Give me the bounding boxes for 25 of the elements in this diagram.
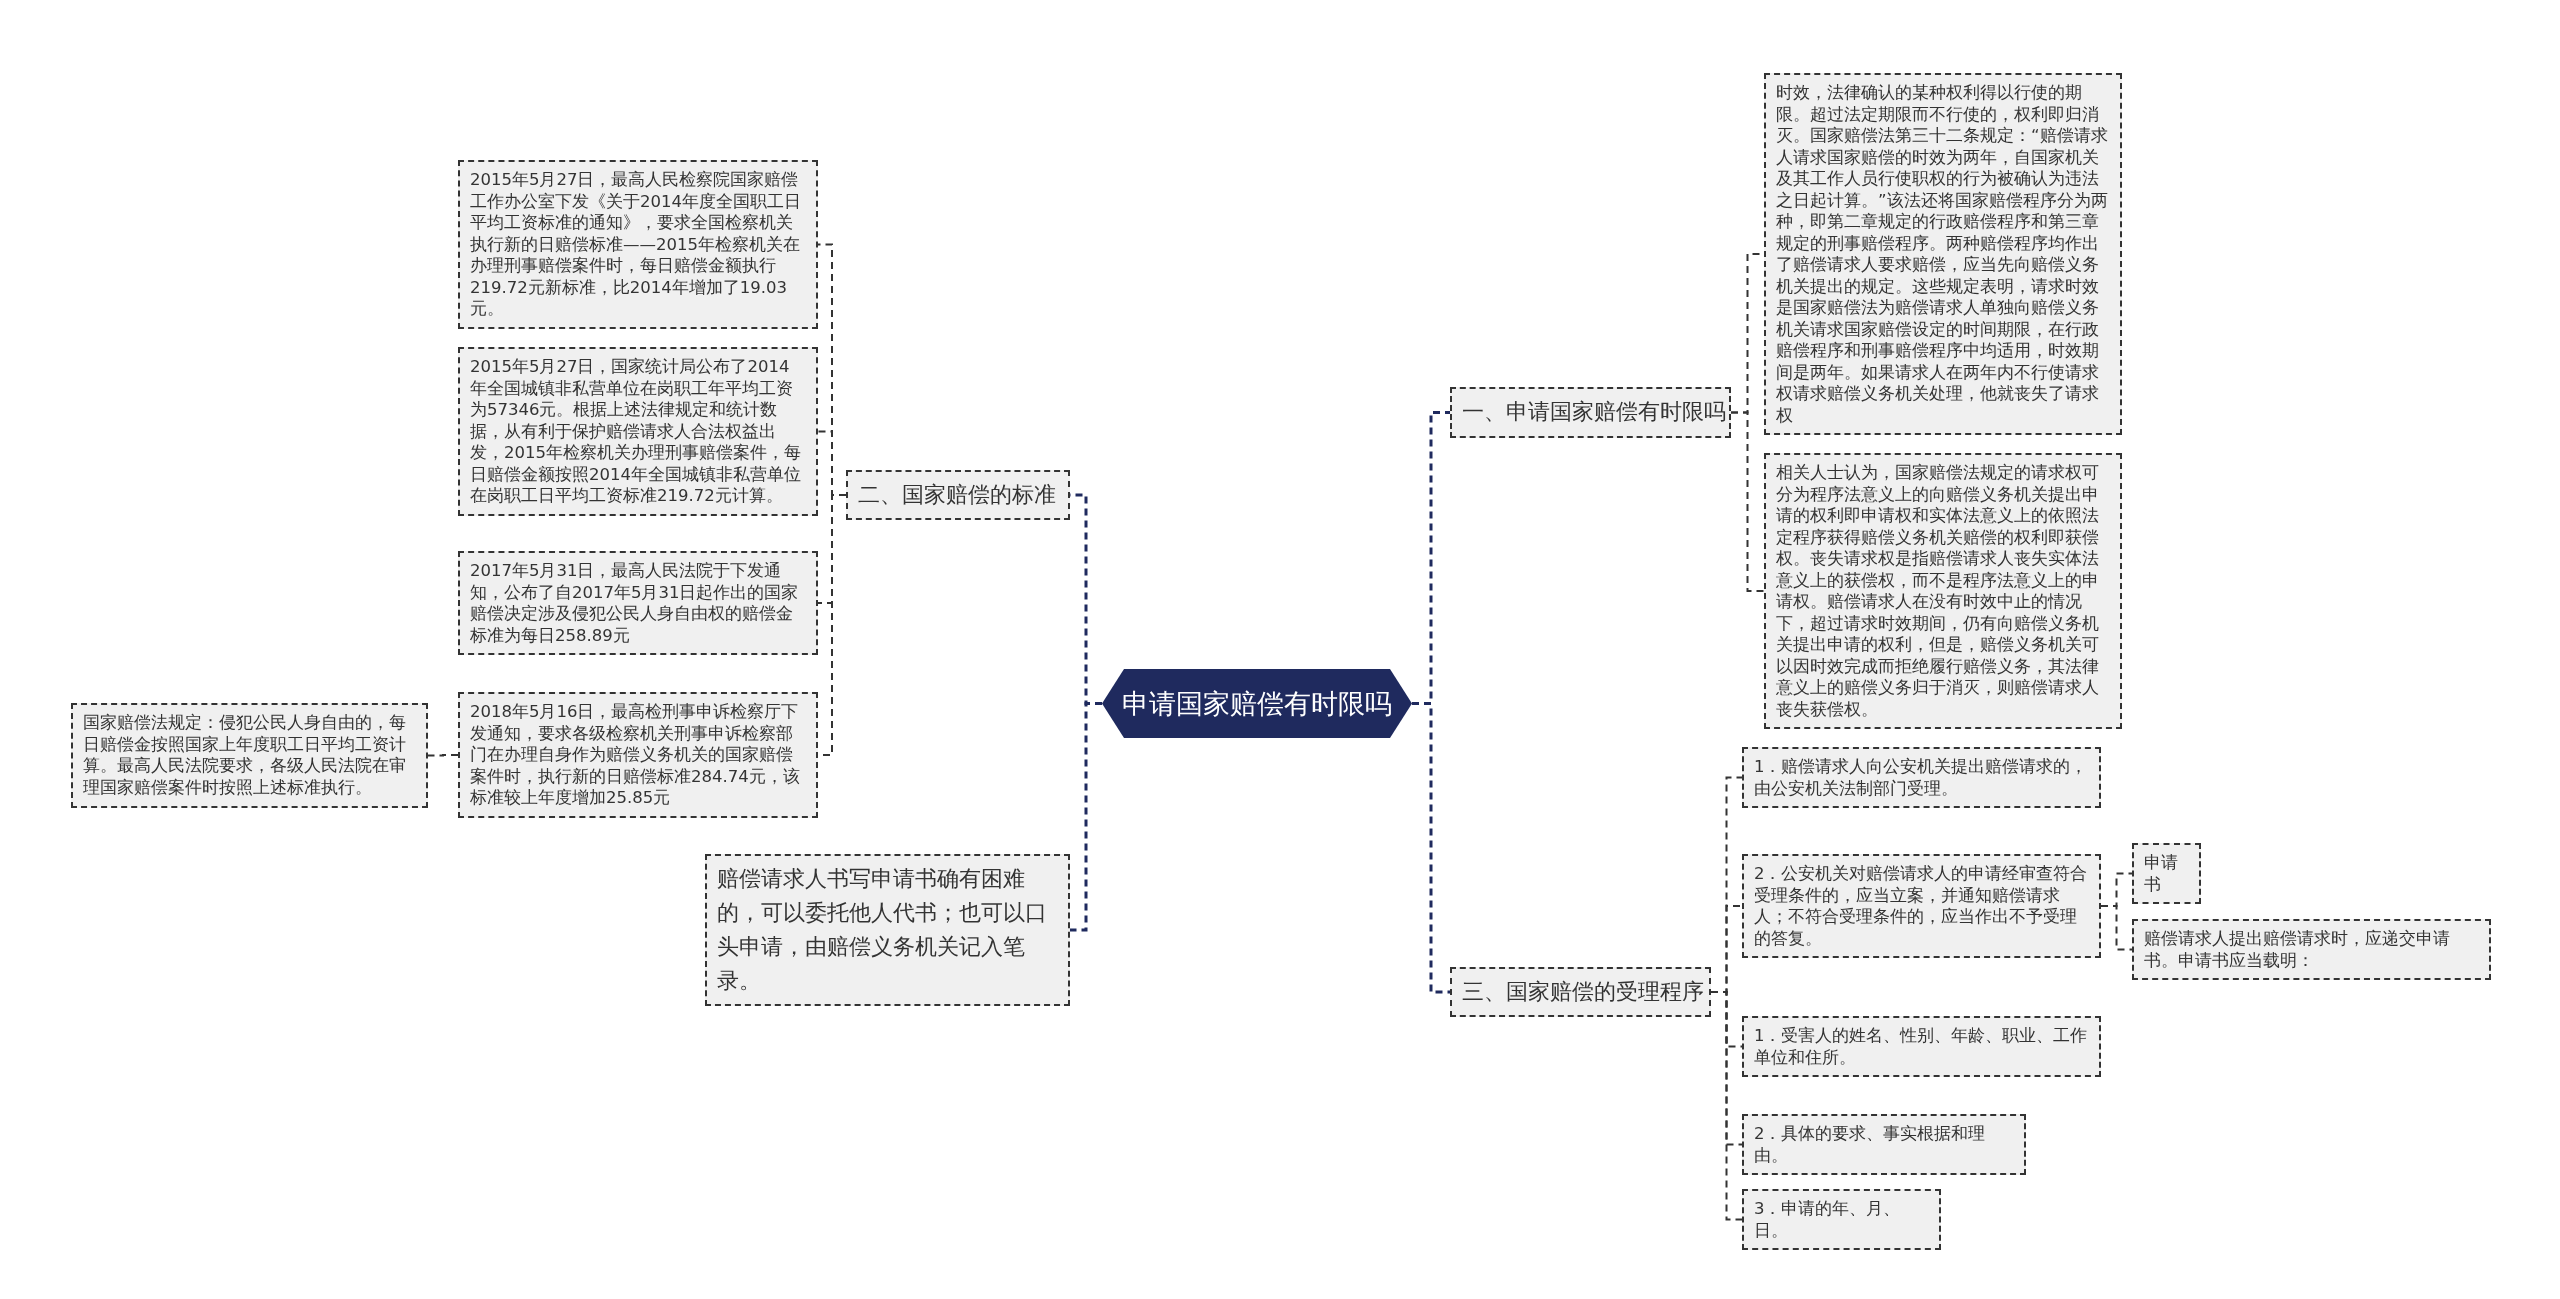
connector (2100, 905, 2133, 951)
note-box: 赔偿请求人提出赔偿请求时，应递交申请书。申请书应当载明： (2132, 919, 2491, 980)
connector (1412, 702, 1450, 994)
central-topic: 申请国家赔偿有时限吗 (1102, 669, 1412, 738)
note-box: 国家赔偿法规定：侵犯公民人身自由的，每日赔偿金按照国家上年度职工日平均工资计算。最高人民法院要求，各级人民法院在审理国家赔偿案件时按照上述标准执行。 (71, 703, 428, 808)
note-box: 时效，法律确认的某种权利得以行使的期限。超过法定期限而不行使的，权利即归消灭。国家赔偿法第三十二条规定：“赔偿请求人请求国家赔偿的时效为两年，自国家机关及其工作人员行使职权的行为被确认为违法之日起计算。”该法还将国家赔偿程序分为两种，即第二章规定的行政赔偿程序和第三章规定的刑事赔偿程序。两种赔偿程序均作出了赔偿请求人要求赔偿，应当先向赔偿义务机关提出的规定。这些规定表明，请求时效是国家赔偿法为赔偿请求人单独向赔偿义务机关请求国家赔偿设定的时间期限，在行政赔偿程序和刑事赔偿程序中均适用，时效期间是两年。如果请求人在两年内不行使请求权请求赔偿义务机关处理，他就丧失了请求权 (1764, 73, 2122, 435)
note-box: 1．受害人的姓名、性别、年龄、职业、工作单位和住所。 (1742, 1016, 2101, 1077)
note-box: 2017年5月31日，最高人民法院于下发通知，公布了自2017年5月31日起作出的国家赔偿决定涉及侵犯公民人身自由权的赔偿金标准为每日258.89元 (458, 551, 818, 655)
connector (1710, 991, 1743, 1221)
topic-box: 一、申请国家赔偿有时限吗 (1450, 387, 1731, 438)
note-box: 2．具体的要求、事实根据和理由。 (1742, 1114, 2026, 1175)
note-box: 赔偿请求人书写申请书确有困难的，可以委托他人代书；也可以口头申请，由赔偿义务机关记入笔录。 (705, 854, 1070, 1006)
topic-box: 三、国家赔偿的受理程序 (1450, 967, 1711, 1017)
connector (427, 754, 459, 757)
note-box: 2018年5月16日，最高检刑事申诉检察厅下发通知，要求各级检察机关刑事申诉检察部门在办理自身作为赔偿义务机关的国家赔偿案件时，执行新的日赔偿标准284.74元，该标准较上年度增加25.85元 (458, 692, 818, 818)
note-box: 申请书 (2132, 843, 2201, 904)
note-box: 2015年5月27日，国家统计局公布了2014年全国城镇非私营单位在岗职工年平均工资为57346元。根据上述法律规定和统计数据，从有利于保护赔偿请求人合法权益出发，2015年检察机关办理刑事赔偿案件，每日赔偿金额按照2014年全国城镇非私营单位在岗职工日平均工资标准219.72元计算。 (458, 347, 818, 516)
connector (1730, 411, 1765, 592)
topic-box: 二、国家赔偿的标准 (846, 470, 1070, 520)
note-box: 2．公安机关对赔偿请求人的申请经审查符合受理条件的，应当立案，并通知赔偿请求人；不符合受理条件的，应当作出不予受理的答复。 (1742, 854, 2101, 958)
note-box: 3．申请的年、月、日。 (1742, 1189, 1941, 1250)
note-box: 相关人士认为，国家赔偿法规定的请求权可分为程序法意义上的向赔偿义务机关提出申请的权利即申请权和实体法意义上的依照法定程序获得赔偿义务机关赔偿的权利即获偿权。丧失请求权是指赔偿请求人丧失实体法意义上的获偿权，而不是程序法意义上的申请权。赔偿请求人在没有时效中止的情况下，超过请求时效期间，仍有向赔偿义务机关提出申请的权利，但是，赔偿义务机关可以因时效完成而拒绝履行赔偿义务，其法律意义上的赔偿义务归于消灭，则赔偿请求人丧失获偿权。 (1764, 453, 2122, 729)
connector (1070, 702, 1102, 932)
note-box: 1．赔偿请求人向公安机关提出赔偿请求的，由公安机关法制部门受理。 (1742, 747, 2101, 808)
note-box: 2015年5月27日，最高人民检察院国家赔偿工作办公室下发《关于2014年度全国职工日平均工资标准的通知》，要求全国检察机关执行新的日赔偿标准——2015年检察机关在办理刑事赔偿案件时，每日赔偿金额执行219.72元新标准，比2014年增加了19.03元。 (458, 160, 818, 329)
